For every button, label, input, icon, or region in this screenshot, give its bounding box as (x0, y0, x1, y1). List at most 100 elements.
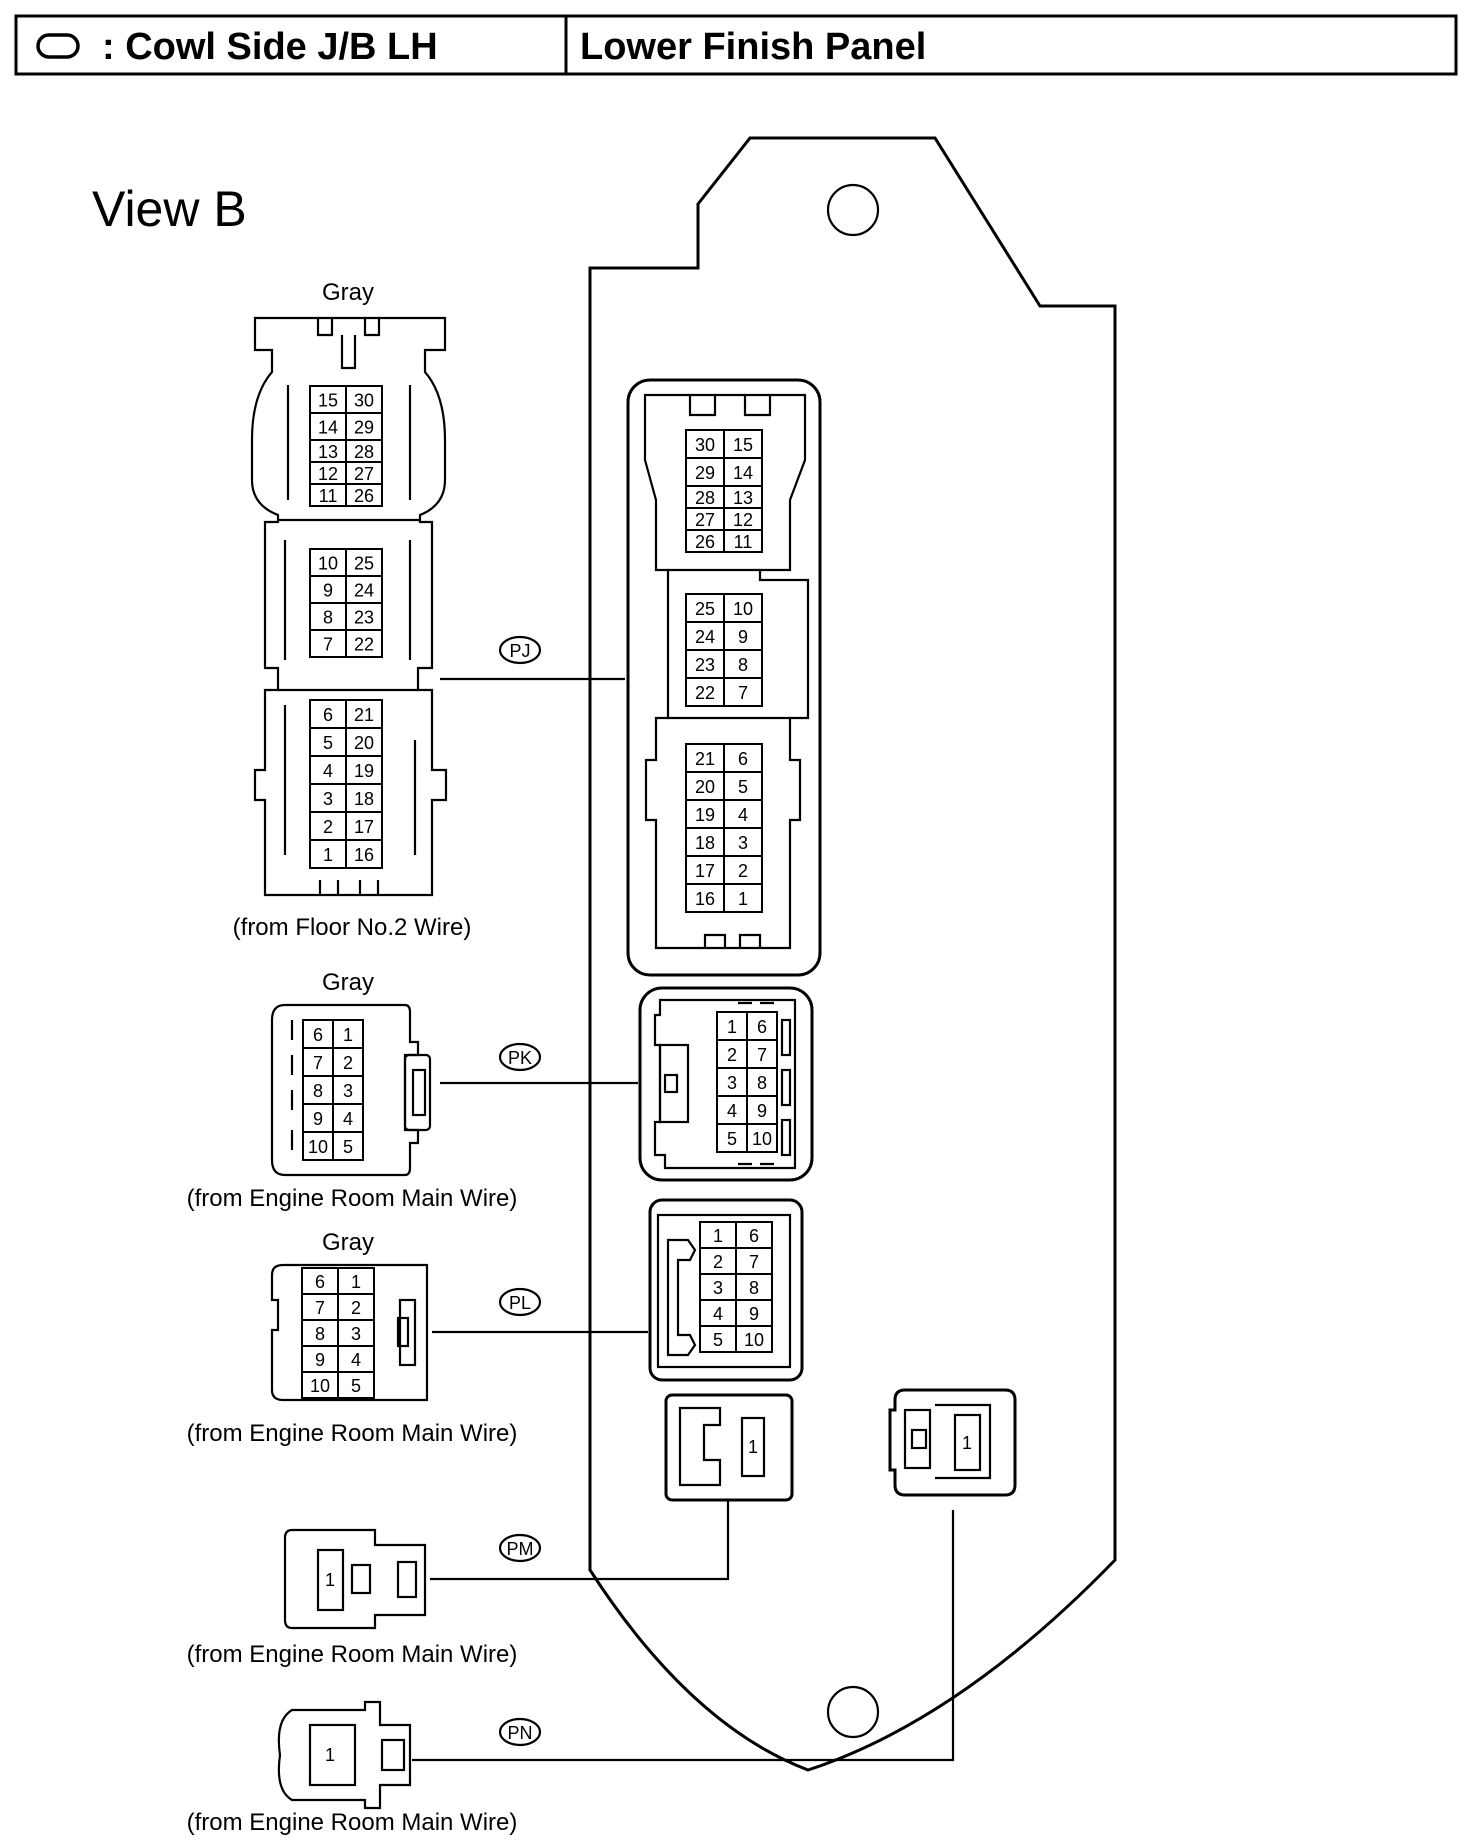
pin-number: 20 (354, 733, 374, 753)
pin-number: 30 (354, 391, 374, 411)
pk-plug-color: Gray (322, 969, 374, 996)
mounting-hole-bottom (826, 1685, 880, 1739)
pin-number: 9 (315, 1350, 325, 1370)
pin-number: 25 (354, 554, 374, 574)
pin-number: 7 (315, 1298, 325, 1318)
pin-cell (345, 629, 383, 658)
pin-number: 19 (354, 761, 374, 781)
pn-code: PN (507, 1723, 532, 1743)
pin-cell (345, 811, 383, 841)
pin-number: 17 (695, 861, 715, 881)
pin-number: 17 (354, 817, 374, 837)
pin-cell (723, 771, 763, 801)
pm-code-badge (498, 1533, 542, 1563)
pin-number: 23 (354, 608, 374, 628)
pn-jb-socket (888, 1388, 1017, 1497)
pin-number: 2 (738, 861, 748, 881)
pin-cell (735, 1221, 773, 1249)
pin-number: 9 (749, 1304, 759, 1324)
pin-cell (685, 883, 725, 913)
pin-number: 16 (695, 889, 715, 909)
pin-cell (735, 1273, 773, 1301)
pin-cell (345, 483, 383, 507)
pin-number: 26 (695, 532, 715, 552)
pin-number: 23 (695, 655, 715, 675)
pin-cell (685, 457, 725, 487)
pin-cell (723, 649, 763, 679)
pin-number: 25 (695, 599, 715, 619)
pin-cell (716, 1067, 748, 1097)
pin-number: 8 (738, 655, 748, 675)
pin-number: 27 (695, 510, 715, 530)
pin-cell (716, 1123, 748, 1153)
pin-number: 2 (343, 1053, 353, 1073)
pin-cell (685, 621, 725, 651)
pin-number: 29 (354, 418, 374, 438)
pin-number: 10 (744, 1330, 764, 1350)
pin-number: 4 (323, 761, 333, 781)
pin-number: 7 (757, 1045, 767, 1065)
pk-plug-housing (270, 1003, 432, 1177)
pin-cell (337, 1267, 375, 1295)
pin-cell (302, 1047, 334, 1077)
pin-number: 3 (323, 789, 333, 809)
legend-oval-icon (36, 33, 80, 59)
pin-number: 12 (318, 464, 338, 484)
pin-number: 15 (733, 435, 753, 455)
pl-plug-housing (270, 1263, 429, 1402)
pj-plug-color: Gray (322, 279, 374, 306)
pl-from-label: (from Engine Room Main Wire) (187, 1420, 518, 1447)
pk-code: PK (508, 1048, 532, 1068)
pin-cell (723, 529, 763, 553)
pin-number: 4 (727, 1101, 737, 1121)
pm-from-label: (from Engine Room Main Wire) (187, 1641, 518, 1668)
pin-number: 11 (734, 532, 753, 552)
pin-number: 13 (318, 442, 338, 462)
pin-number: 1 (738, 889, 748, 909)
pin-cell (309, 629, 347, 658)
pin-number: 9 (323, 581, 333, 601)
pin-cell (723, 457, 763, 487)
pin-number: 10 (310, 1376, 330, 1396)
pin-number: 22 (354, 635, 374, 655)
pin-number: 8 (323, 608, 333, 628)
pl-code: PL (509, 1293, 531, 1313)
header-box (14, 14, 1458, 76)
pn-plug-housing (277, 1700, 412, 1810)
pin-cell (337, 1345, 375, 1373)
pin-number: 10 (733, 599, 753, 619)
pin-cell (735, 1325, 773, 1353)
pl-code-badge (498, 1287, 542, 1317)
pin-cell (345, 699, 383, 729)
pin-number: 28 (354, 442, 374, 462)
pin-number: 5 (713, 1330, 723, 1350)
pm-plug-pin: 1 (325, 1570, 335, 1590)
pin-number: 4 (713, 1304, 723, 1324)
pin-cell (337, 1293, 375, 1321)
pk-jb-socket (638, 986, 814, 1182)
pin-number: 3 (343, 1081, 353, 1101)
pin-number: 8 (315, 1324, 325, 1344)
pin-number: 7 (738, 683, 748, 703)
pin-cell (723, 743, 763, 773)
pin-number: 14 (318, 418, 338, 438)
pin-number: 1 (323, 845, 333, 865)
pin-number: 3 (713, 1278, 723, 1298)
junction-block-body (588, 136, 1117, 1772)
pj-jb-socket (626, 378, 822, 977)
pin-cell (345, 783, 383, 813)
pin-cell (685, 677, 725, 707)
pin-number: 3 (727, 1073, 737, 1093)
pin-number: 26 (354, 486, 374, 506)
pn-jb-pin: 1 (962, 1433, 972, 1453)
pin-number: 22 (695, 683, 715, 703)
pin-number: 1 (351, 1272, 361, 1292)
pin-number: 6 (313, 1025, 323, 1045)
pin-cell (345, 727, 383, 757)
pj-from-label: (from Floor No.2 Wire) (233, 914, 472, 941)
header-legend-text: : Cowl Side J/B LH (102, 26, 438, 68)
pin-number: 18 (695, 833, 715, 853)
pin-number: 14 (733, 463, 753, 483)
